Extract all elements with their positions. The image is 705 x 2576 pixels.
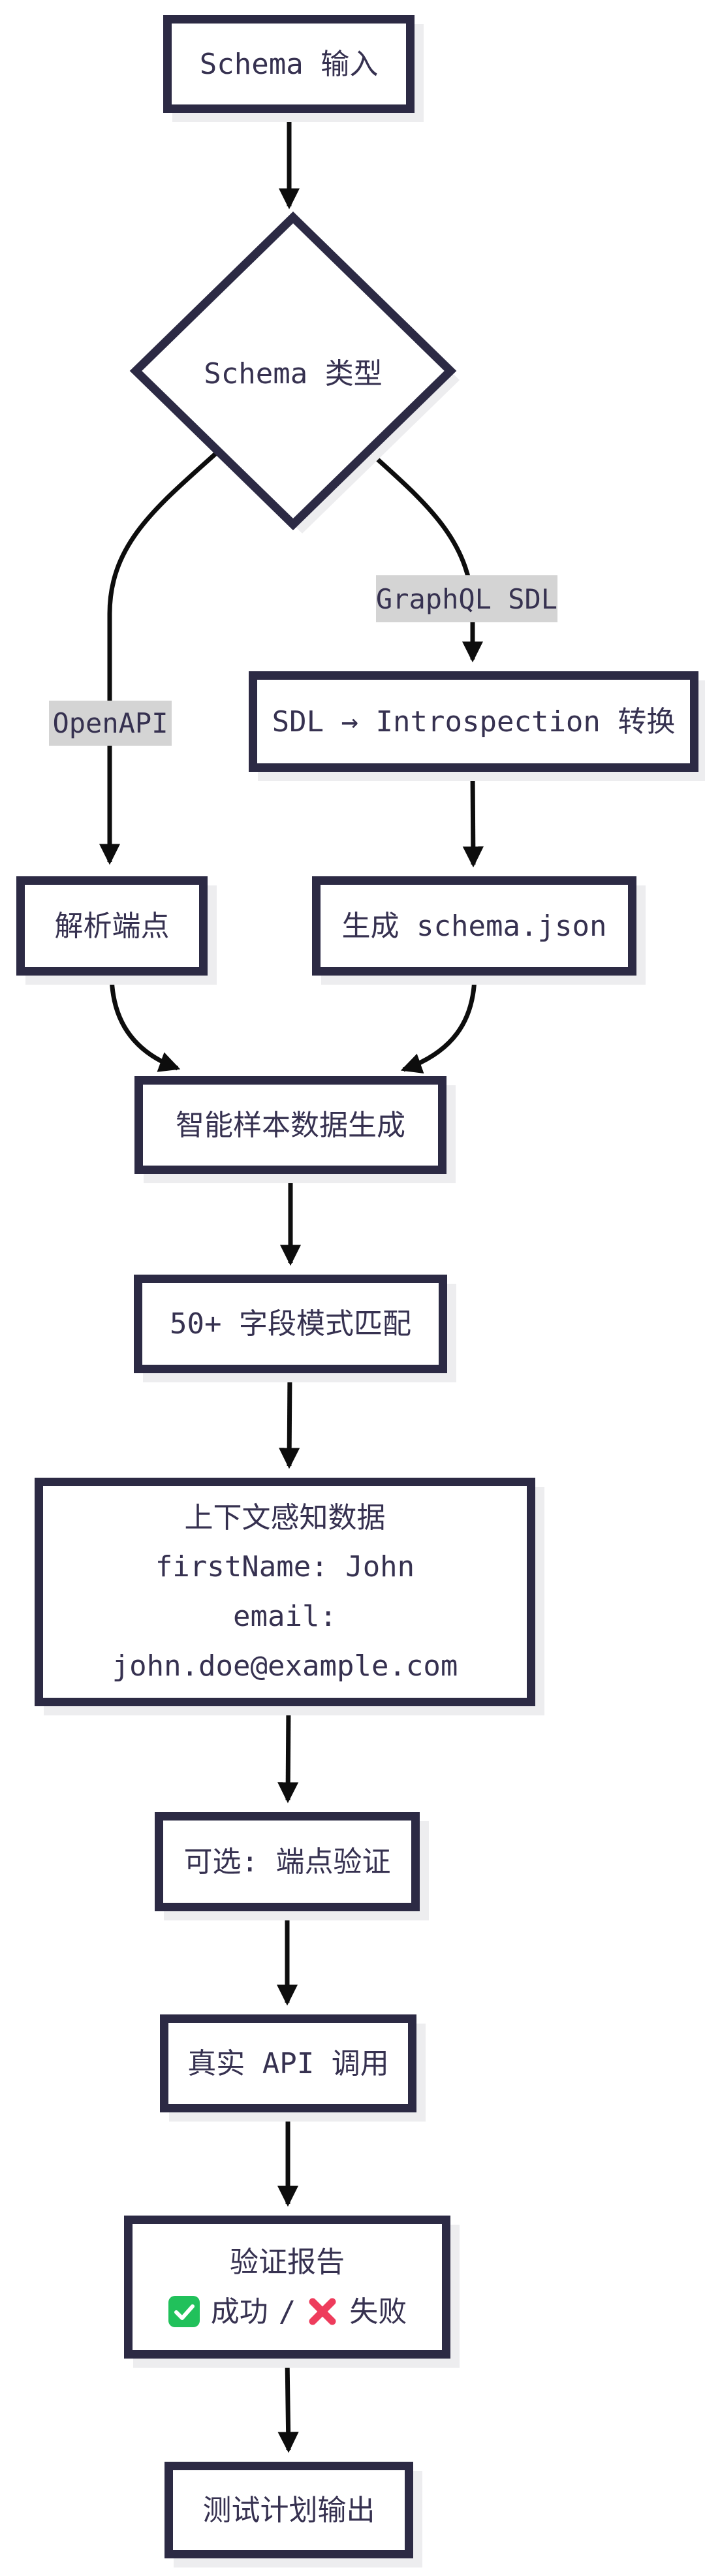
check-badge-icon xyxy=(168,2295,200,2328)
node-context-aware-data: 上下文感知数据 firstName: John email: john.doe@… xyxy=(35,1478,535,1706)
decision-diamond xyxy=(129,211,457,531)
context-data-line: john.doe@example.com xyxy=(112,1649,458,1683)
context-data-line: 上下文感知数据 xyxy=(184,1501,386,1534)
decision-schema-type-label: Schema 类型 xyxy=(204,357,383,390)
context-data-line: firstName: John xyxy=(155,1550,415,1584)
node-smart-sample-data-generation: 智能样本数据生成 xyxy=(134,1076,446,1174)
report-success-label: 成功 xyxy=(210,2295,268,2329)
edge-label-graphql-sdl: GraphQL SDL xyxy=(376,575,557,622)
edge-label-openapi: OpenAPI xyxy=(49,701,172,746)
context-data-line: email: xyxy=(233,1600,337,1633)
node-generate-schema-json: 生成 schema.json xyxy=(312,876,636,976)
node-real-api-call: 真实 API 调用 xyxy=(160,2014,416,2112)
node-sdl-introspection-convert: SDL → Introspection 转换 xyxy=(249,671,698,772)
node-validation-report: 验证报告 成功 / 失败 xyxy=(124,2216,450,2359)
cross-mark-icon xyxy=(306,2295,339,2328)
report-title: 验证报告 xyxy=(230,2245,345,2279)
node-optional-endpoint-validation: 可选: 端点验证 xyxy=(155,1812,420,1911)
report-fail-label: 失败 xyxy=(349,2295,407,2329)
node-schema-input: Schema 输入 xyxy=(163,15,415,113)
node-parse-endpoints: 解析端点 xyxy=(16,876,208,976)
node-test-plan-output: 测试计划输出 xyxy=(164,2462,413,2558)
report-divider: / xyxy=(278,2295,296,2329)
node-field-pattern-matching: 50+ 字段模式匹配 xyxy=(134,1275,447,1373)
report-result-line: 成功 / 失败 xyxy=(168,2287,407,2337)
